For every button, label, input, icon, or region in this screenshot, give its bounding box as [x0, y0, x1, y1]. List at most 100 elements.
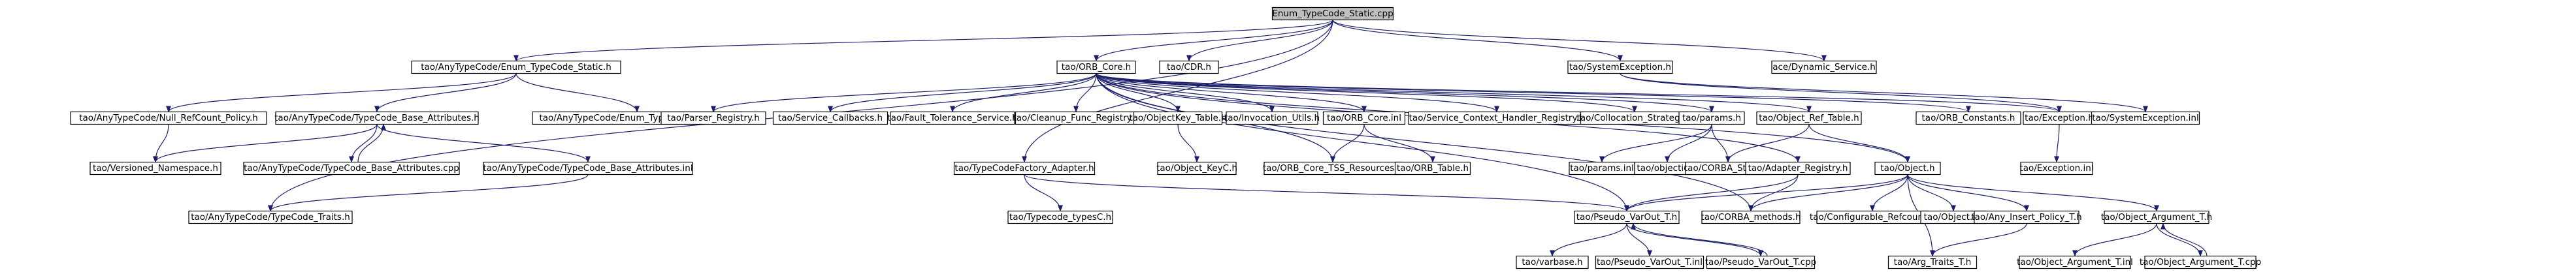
edge-object-h-to-anyins-h	[1907, 174, 2029, 212]
node-objref-h[interactable]: tao/Object_Ref_Table.h	[1756, 111, 1862, 125]
edge-objarg-cpp-to-objarg-h	[2160, 222, 2208, 256]
edge-objarg-h-to-objarg-inl	[2072, 223, 2157, 257]
edge-object-h-to-corbameth-h	[1748, 174, 1908, 212]
edge-tcbase-h-to-tcbase-inl	[376, 124, 591, 163]
node-box	[1574, 210, 1680, 224]
node-box	[1706, 255, 1816, 269]
node-orbtable-h[interactable]: tao/ORB_Table.h	[1394, 161, 1471, 175]
node-exc-h[interactable]: tao/Exception.h	[2023, 111, 2096, 125]
node-tcbase-h[interactable]: tao/AnyTypeCode/TypeCode_Base_Attributes…	[274, 111, 480, 125]
node-tcbase-cpp[interactable]: tao/AnyTypeCode/TypeCode_Base_Attributes…	[243, 161, 460, 175]
node-objkeyc-h[interactable]: tao/Object_KeyC.h	[1156, 161, 1237, 175]
edge-root-to-cdr-h	[1186, 20, 1333, 62]
node-orbconst-h[interactable]: tao/ORB_Constants.h	[1916, 111, 2021, 125]
node-object-h[interactable]: tao/Object.h	[1874, 161, 1941, 175]
node-params-h[interactable]: tao/params.h	[1678, 111, 1745, 125]
node-box	[1271, 7, 1394, 21]
node-tcbase-inl[interactable]: tao/AnyTypeCode/TypeCode_Base_Attributes…	[483, 161, 693, 175]
node-cdr-h[interactable]: tao/CDR.h	[1159, 60, 1219, 74]
node-objarg-inl[interactable]: tao/Object_Argument_T.inl	[2017, 255, 2133, 269]
node-label: tao/ORB_Core_TSS_Resources.h	[1263, 163, 1403, 174]
node-label: tao/ORB_Core.h	[1062, 62, 1131, 72]
node-sysexc-h[interactable]: tao/SystemException.h	[1567, 60, 1673, 74]
node-label: tao/Service_Context_Handler_Registry.h	[1409, 113, 1585, 123]
node-nullref-h[interactable]: tao/AnyTypeCode/Null_RefCount_Policy.h	[70, 111, 267, 125]
node-label: tao/Cleanup_Func_Registry.h	[1013, 113, 1139, 123]
node-label: tao/TypeCodeFactory_Adapter.h	[954, 163, 1094, 174]
node-box	[411, 60, 621, 74]
node-label: tao/Typecode_typesC.h	[1009, 212, 1111, 222]
node-box	[243, 161, 460, 175]
node-sysexc-inl[interactable]: tao/SystemException.inl	[2091, 111, 2200, 125]
node-ft-h[interactable]: tao/Fault_Tolerance_Service.h	[887, 111, 1018, 125]
node-label: tao/Any_Insert_Policy_T.h	[1971, 212, 2081, 222]
node-coll-h[interactable]: tao/Collocation_Strategy.h	[1577, 111, 1693, 125]
node-argtraits-h[interactable]: tao/Arg_Traits_T.h	[1887, 255, 1978, 269]
node-box	[1874, 161, 1941, 175]
edge-root-to-sysexc-h	[1332, 20, 1623, 62]
node-varbase-h[interactable]: tao/varbase.h	[1516, 255, 1589, 269]
node-dynsvc-h[interactable]: ace/Dynamic_Service.h	[1771, 60, 1877, 74]
node-cleanup-h[interactable]: tao/Cleanup_Func_Registry.h	[1013, 111, 1139, 125]
node-root[interactable]: Enum_TypeCode_Static.cpp	[1271, 7, 1394, 21]
edge-pseudo-h-to-pseudo-cpp	[1626, 223, 1763, 257]
node-box	[1322, 111, 1406, 125]
edge-tcbase-h-to-versioned-h	[153, 124, 378, 163]
node-box	[1756, 111, 1862, 125]
node-orbcore-inl[interactable]: tao/ORB_Core.inl	[1322, 111, 1406, 125]
node-box	[953, 161, 1096, 175]
node-box	[1771, 60, 1877, 74]
node-exc-inl[interactable]: tao/Exception.inl	[2019, 161, 2094, 175]
node-label: tao/AnyTypeCode/Null_RefCount_Policy.h	[79, 113, 258, 123]
node-versioned-h[interactable]: tao/Versioned_Namespace.h	[90, 161, 221, 175]
node-object-inl[interactable]: tao/Object.inl	[1920, 210, 1987, 224]
node-label: tao/Object_KeyC.h	[1156, 163, 1237, 174]
edge-pseudo-h-to-pseudo-inl	[1626, 223, 1652, 257]
edge-anyins-h-to-argtraits-h	[1930, 223, 2027, 257]
node-label: tao/AnyTypeCode/Enum_TypeCode_Static.h	[421, 62, 611, 72]
node-label: tao/varbase.h	[1522, 257, 1582, 267]
node-label: tao/Pseudo_VarOut_T.inl	[1597, 257, 1703, 267]
node-typecodec-h[interactable]: tao/Typecode_typesC.h	[1007, 210, 1113, 224]
node-box	[772, 111, 889, 125]
edge-orb-core-h-to-objref-h	[1096, 72, 1812, 113]
node-invutils-h[interactable]: tao/Invocation_Utils.h	[1224, 111, 1320, 125]
node-orb-core-h[interactable]: tao/ORB_Core.h	[1056, 60, 1136, 74]
node-tss-h[interactable]: tao/ORB_Core_TSS_Resources.h	[1263, 161, 1403, 175]
node-label: tao/ORB_Table.h	[1397, 163, 1469, 174]
node-confref-h[interactable]: tao/Configurable_Refcount.h	[1810, 210, 1935, 224]
edge-orb-core-h-to-sctx-h	[1096, 72, 1499, 113]
node-label: tao/AnyTypeCode/TypeCode_Base_Attributes…	[274, 113, 480, 123]
node-enum-h[interactable]: tao/AnyTypeCode/Enum_TypeCode_Static.h	[411, 60, 621, 74]
node-corbameth-h[interactable]: tao/CORBA_methods.h	[1701, 210, 1801, 224]
node-objectid-h[interactable]: tao/objectid.h	[1634, 161, 1701, 175]
node-anyins-h[interactable]: tao/Any_Insert_Policy_T.h	[1971, 210, 2082, 224]
node-parser-h[interactable]: tao/Parser_Registry.h	[660, 111, 766, 125]
node-box	[2104, 210, 2209, 224]
node-objarg-h[interactable]: tao/Object_Argument_T.h	[2101, 210, 2212, 224]
node-label: ace/Dynamic_Service.h	[1772, 62, 1876, 72]
node-objarg-cpp[interactable]: tao/Object_Argument_T.cpp	[2140, 255, 2261, 269]
node-box	[1745, 161, 1851, 175]
node-box	[1974, 210, 2079, 224]
node-pseudo-cpp[interactable]: tao/Pseudo_VarOut_T.cpp	[1705, 255, 1816, 269]
edge-sysexc-h-to-exc-h	[1620, 72, 2062, 113]
node-objkeytbl-h[interactable]: tao/ObjectKey_Table.h	[1129, 111, 1227, 125]
node-params-inl[interactable]: tao/params.inl	[1569, 161, 1635, 175]
edge-orbcore-inl-to-tss-h	[1330, 124, 1365, 163]
node-label: tao/Versioned_Namespace.h	[93, 163, 218, 174]
node-tctraits-h[interactable]: tao/AnyTypeCode/TypeCode_Traits.h	[188, 210, 353, 224]
node-label: Enum_TypeCode_Static.cpp	[1272, 8, 1393, 19]
node-box	[1701, 210, 1801, 224]
edge-tcbase-h-to-tcbase-cpp	[349, 124, 378, 163]
node-tcfactory-h[interactable]: tao/TypeCodeFactory_Adapter.h	[953, 161, 1096, 175]
node-box	[1159, 60, 1219, 74]
node-adapter-h[interactable]: tao/Adapter_Registry.h	[1745, 161, 1851, 175]
node-label: tao/Pseudo_VarOut_T.h	[1576, 212, 1677, 222]
node-pseudo-inl[interactable]: tao/Pseudo_VarOut_T.inl	[1595, 255, 1704, 269]
edge-object-h-to-pseudo-h	[1624, 174, 1908, 212]
node-svccb-h[interactable]: tao/Service_Callbacks.h	[772, 111, 889, 125]
edge-adapter-h-to-corbameth-h	[1748, 174, 1799, 212]
node-pseudo-h[interactable]: tao/Pseudo_VarOut_T.h	[1574, 210, 1680, 224]
node-sctx-h[interactable]: tao/Service_Context_Handler_Registry.h	[1408, 111, 1586, 125]
